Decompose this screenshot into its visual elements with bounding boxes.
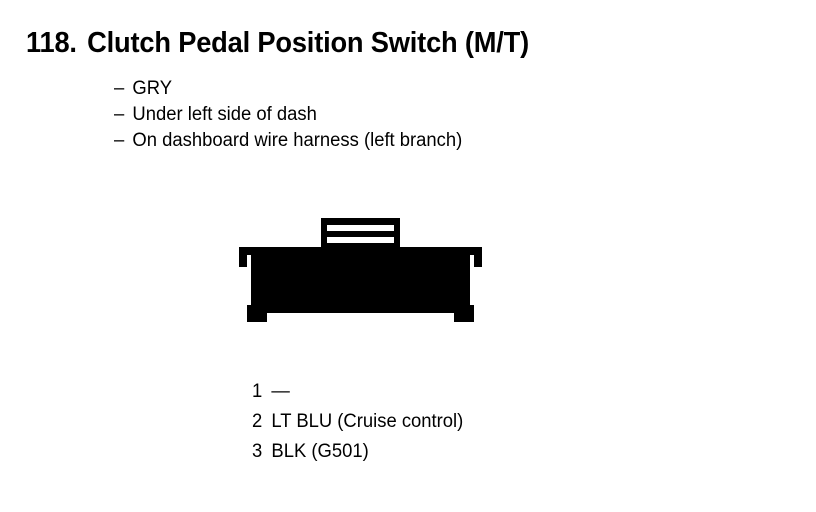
dash-icon: – xyxy=(114,130,125,151)
notes-list: –GRY –Under left side of dash –On dashbo… xyxy=(114,76,473,154)
list-item: –Under left side of dash xyxy=(114,102,462,128)
connector-pin-label-3: 3 xyxy=(427,272,437,292)
legend-pin-value: BLK (G501) xyxy=(271,441,369,462)
dash-icon: – xyxy=(114,104,125,125)
page-title: 118. Clutch Pedal Position Switch (M/T) xyxy=(26,26,529,60)
legend-pin-value: LT BLU (Cruise control) xyxy=(271,411,464,432)
list-item: –GRY xyxy=(114,76,462,102)
legend-pin-number: 1 xyxy=(252,381,263,402)
legend-row: 2 LT BLU (Cruise control) xyxy=(252,411,463,441)
connector-pin-label-2: 2 xyxy=(355,272,365,292)
connector-diagram: 1 2 3 xyxy=(230,210,500,335)
connector-cavity-walls xyxy=(239,247,482,322)
note-text: GRY xyxy=(132,78,173,99)
connector-drawing: 1 2 3 xyxy=(239,218,482,322)
legend-pin-number: 2 xyxy=(252,411,263,432)
connector-pin-label-1: 1 xyxy=(286,272,296,292)
legend-row: 3 BLK (G501) xyxy=(252,441,463,471)
list-item: –On dashboard wire harness (left branch) xyxy=(114,128,462,154)
legend-row: 1— xyxy=(252,381,463,411)
note-text: On dashboard wire harness (left branch) xyxy=(132,130,463,151)
page-title-number: 118. xyxy=(26,27,77,59)
legend-pin-number: 3 xyxy=(252,441,263,462)
connector-body-outline xyxy=(239,247,482,322)
dash-icon: – xyxy=(114,78,125,99)
legend-pin-value: — xyxy=(271,381,290,402)
connector-latch-tab xyxy=(321,218,400,248)
note-text: Under left side of dash xyxy=(132,104,317,125)
page-title-text: Clutch Pedal Position Switch (M/T) xyxy=(87,27,530,59)
